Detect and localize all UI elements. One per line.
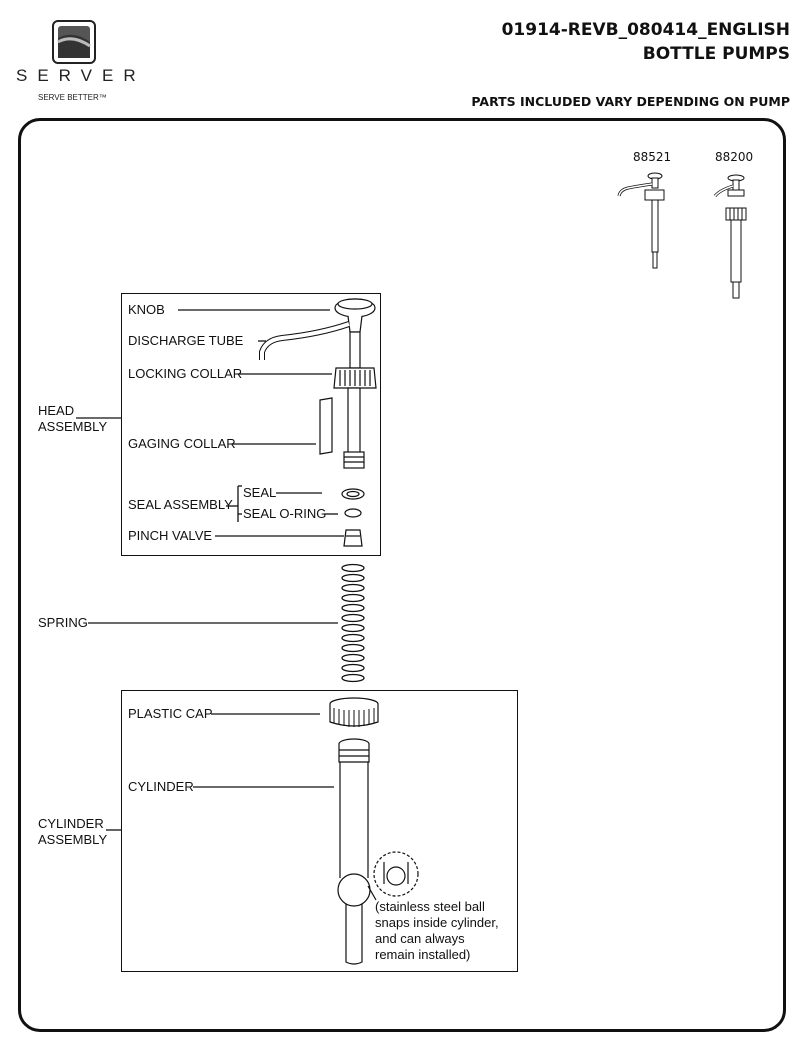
- head-assembly-label: HEAD ASSEMBLY: [38, 403, 107, 435]
- document-subtitle: BOTTLE PUMPS: [642, 44, 790, 64]
- label-gaging-collar: GAGING COLLAR: [128, 436, 236, 451]
- ball-note-line: remain installed): [375, 947, 471, 962]
- server-logo: [52, 20, 96, 64]
- cylinder-assembly-label: CYLINDER ASSEMBLY: [38, 816, 107, 848]
- ball-note-line: and can always: [375, 931, 465, 946]
- label-seal-assembly: SEAL ASSEMBLY: [128, 497, 233, 512]
- logo-tagline: SERVE BETTER™: [38, 93, 107, 102]
- head-assembly-label-line1: HEAD: [38, 403, 75, 418]
- logo-wordmark: SERVER: [16, 66, 146, 85]
- label-seal: SEAL: [243, 485, 277, 500]
- label-knob: KNOB: [128, 302, 165, 317]
- diagram-frame: [18, 118, 786, 1032]
- ball-note: (stainless steel ball snaps inside cylin…: [375, 899, 499, 963]
- label-locking-collar: LOCKING COLLAR: [128, 366, 243, 381]
- head-assembly-box: [121, 293, 381, 556]
- cylinder-assembly-box: [121, 690, 518, 972]
- label-pinch-valve: PINCH VALVE: [128, 528, 213, 543]
- server-logo-mark-icon: [52, 20, 96, 64]
- ball-note-line: snaps inside cylinder,: [375, 915, 499, 930]
- cylinder-assembly-label-line2: ASSEMBLY: [38, 832, 108, 847]
- label-seal-o-ring: SEAL O-RING: [243, 506, 327, 521]
- parts-note: PARTS INCLUDED VARY DEPENDING ON PUMP: [471, 94, 790, 109]
- model-number-88200: 88200: [715, 150, 754, 164]
- label-spring: SPRING: [38, 615, 88, 630]
- label-discharge-tube: DISCHARGE TUBE: [128, 333, 244, 348]
- ball-note-line: (stainless steel ball: [375, 899, 485, 914]
- label-plastic-cap: PLASTIC CAP: [128, 706, 213, 721]
- document-title: 01914-REVB_080414_ENGLISH: [501, 20, 790, 40]
- model-number-88521: 88521: [633, 150, 672, 164]
- head-assembly-label-line2: ASSEMBLY: [38, 419, 108, 434]
- label-cylinder: CYLINDER: [128, 779, 194, 794]
- cylinder-assembly-label-line1: CYLINDER: [38, 816, 104, 831]
